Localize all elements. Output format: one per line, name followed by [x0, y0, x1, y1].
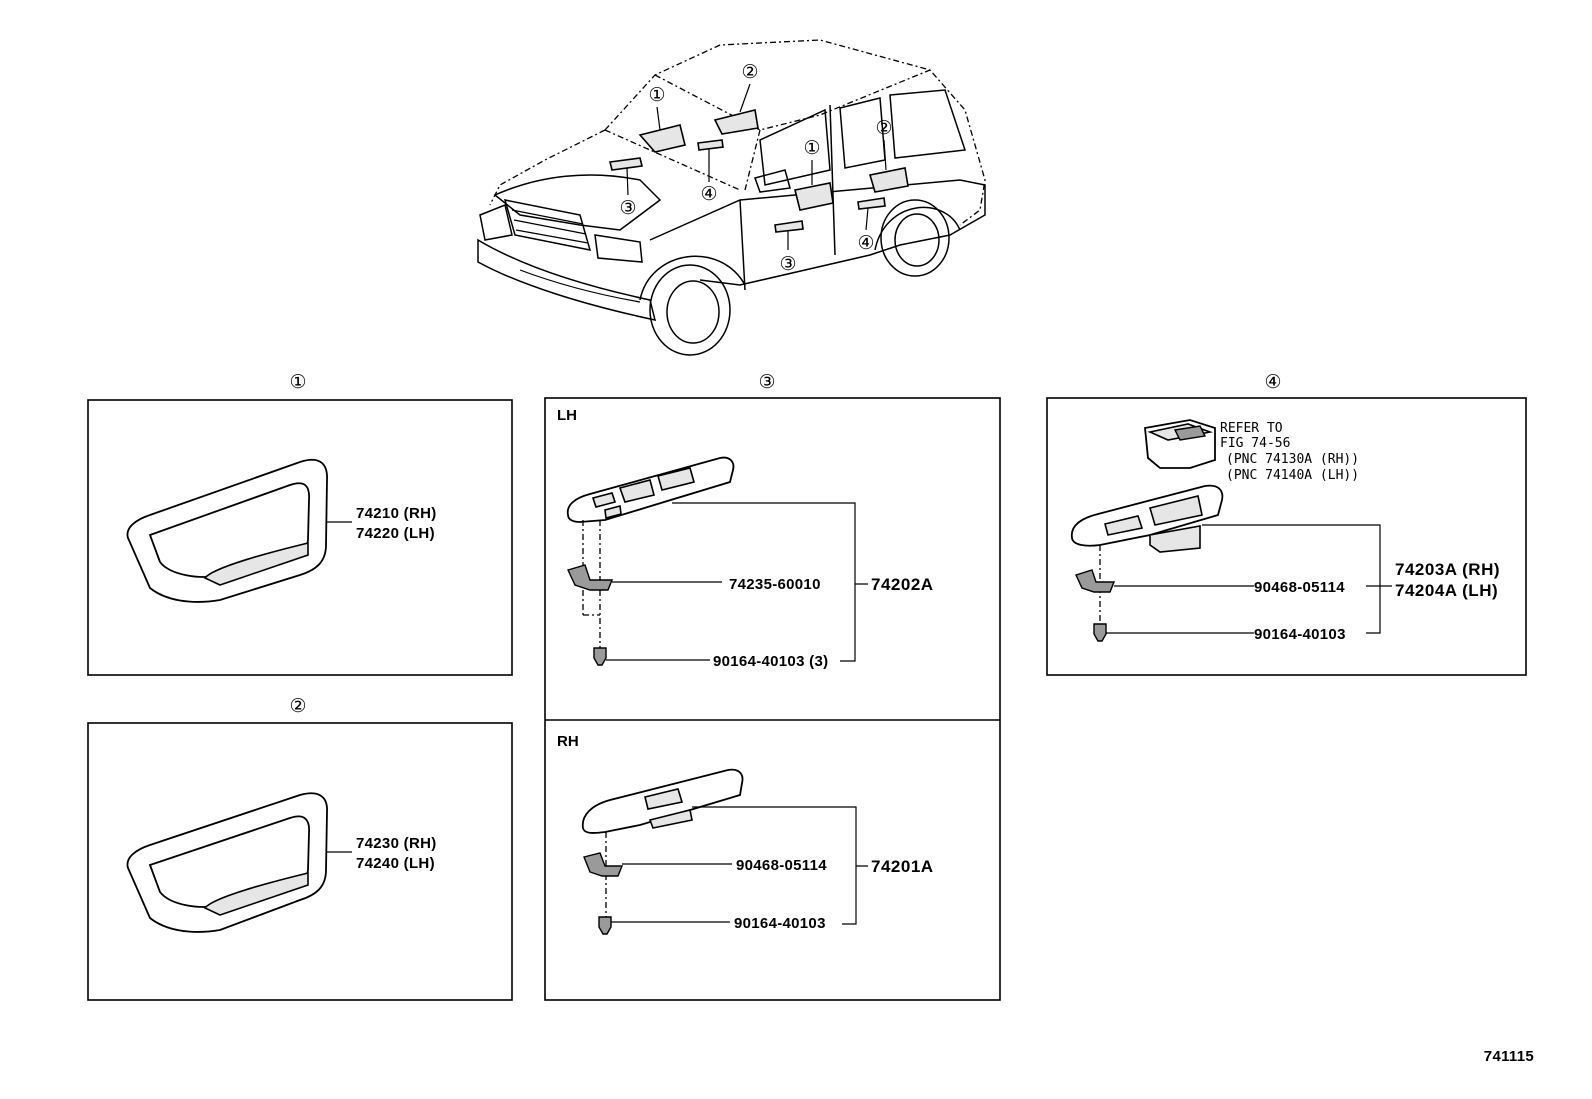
panel4-item-screw: 90164-40103 — [1254, 626, 1346, 643]
panel3-lh-label: LH — [557, 407, 577, 424]
panel3-frame — [544, 397, 1001, 1001]
vehicle-illustration — [477, 39, 986, 356]
overview-callout-1b: ① — [803, 138, 820, 159]
panel4-assembly-lh: 74204A (LH) — [1395, 581, 1498, 600]
panel1-part-lh: 74220 (LH) — [356, 525, 435, 542]
panel2-part-rh: 74230 (RH) — [356, 835, 437, 852]
panel2-number: ② — [289, 696, 306, 717]
panel4-clip — [1075, 569, 1116, 593]
overview-callout-2a: ② — [741, 62, 758, 83]
panel4-note-line1: REFER TO — [1220, 421, 1283, 436]
panel4-screw — [1093, 623, 1107, 642]
overview-callout-2b: ② — [875, 118, 892, 139]
rh-clip — [583, 852, 624, 877]
overview-callout-4a: ④ — [700, 184, 717, 205]
panel2-frame — [87, 722, 513, 1001]
overview-callout-1a: ① — [648, 85, 665, 106]
panel2-part-lh: 74240 (LH) — [356, 855, 435, 872]
lh-switch-base — [566, 456, 735, 523]
panel4-note-line2: FIG 74-56 — [1220, 436, 1290, 451]
rh-switch-base — [581, 768, 744, 834]
panel3-rh-label: RH — [557, 733, 579, 750]
panel4-item-clip: 90468-05114 — [1254, 579, 1345, 596]
panel4-assembly-rh: 74203A (RH) — [1395, 560, 1500, 579]
panel4-switch — [1144, 419, 1216, 469]
lh-item-clip: 74235-60010 — [729, 576, 821, 593]
overview-callout-4b: ④ — [857, 233, 874, 254]
rh-screw — [598, 916, 612, 935]
lh-bracket — [672, 502, 868, 662]
panel4-note-line4: (PNC 74140A (LH)) — [1226, 468, 1359, 483]
overview-callout-3b: ③ — [779, 254, 796, 275]
overview-callout-3a: ③ — [619, 198, 636, 219]
handle-bezel-front — [126, 458, 328, 603]
panel4-number: ④ — [1264, 372, 1281, 393]
panel4-bracket — [1202, 524, 1392, 634]
lh-screw — [593, 647, 607, 666]
panel1-number: ① — [289, 372, 306, 393]
rh-assembly-number: 74201A — [871, 857, 934, 876]
overview-callouts: ① ② ① ② ③ ④ ③ ④ — [619, 62, 892, 275]
panel1-frame — [87, 399, 513, 676]
lh-item-screw: 90164-40103 (3) — [713, 653, 828, 670]
panel4-switch-base — [1070, 484, 1224, 553]
rh-bracket — [692, 806, 868, 925]
panel4-frame — [1046, 397, 1527, 676]
rh-item-screw: 90164-40103 — [734, 915, 826, 932]
panel4-note-line3: (PNC 74130A (RH)) — [1226, 452, 1359, 467]
panel1-part-rh: 74210 (RH) — [356, 505, 437, 522]
figure-number: 741115 — [1484, 1048, 1534, 1065]
handle-bezel-rear — [126, 792, 328, 933]
panel3-number: ③ — [758, 372, 775, 393]
rh-item-clip: 90468-05114 — [736, 857, 827, 874]
lh-assembly-number: 74202A — [871, 575, 934, 594]
lh-clip — [567, 564, 614, 591]
